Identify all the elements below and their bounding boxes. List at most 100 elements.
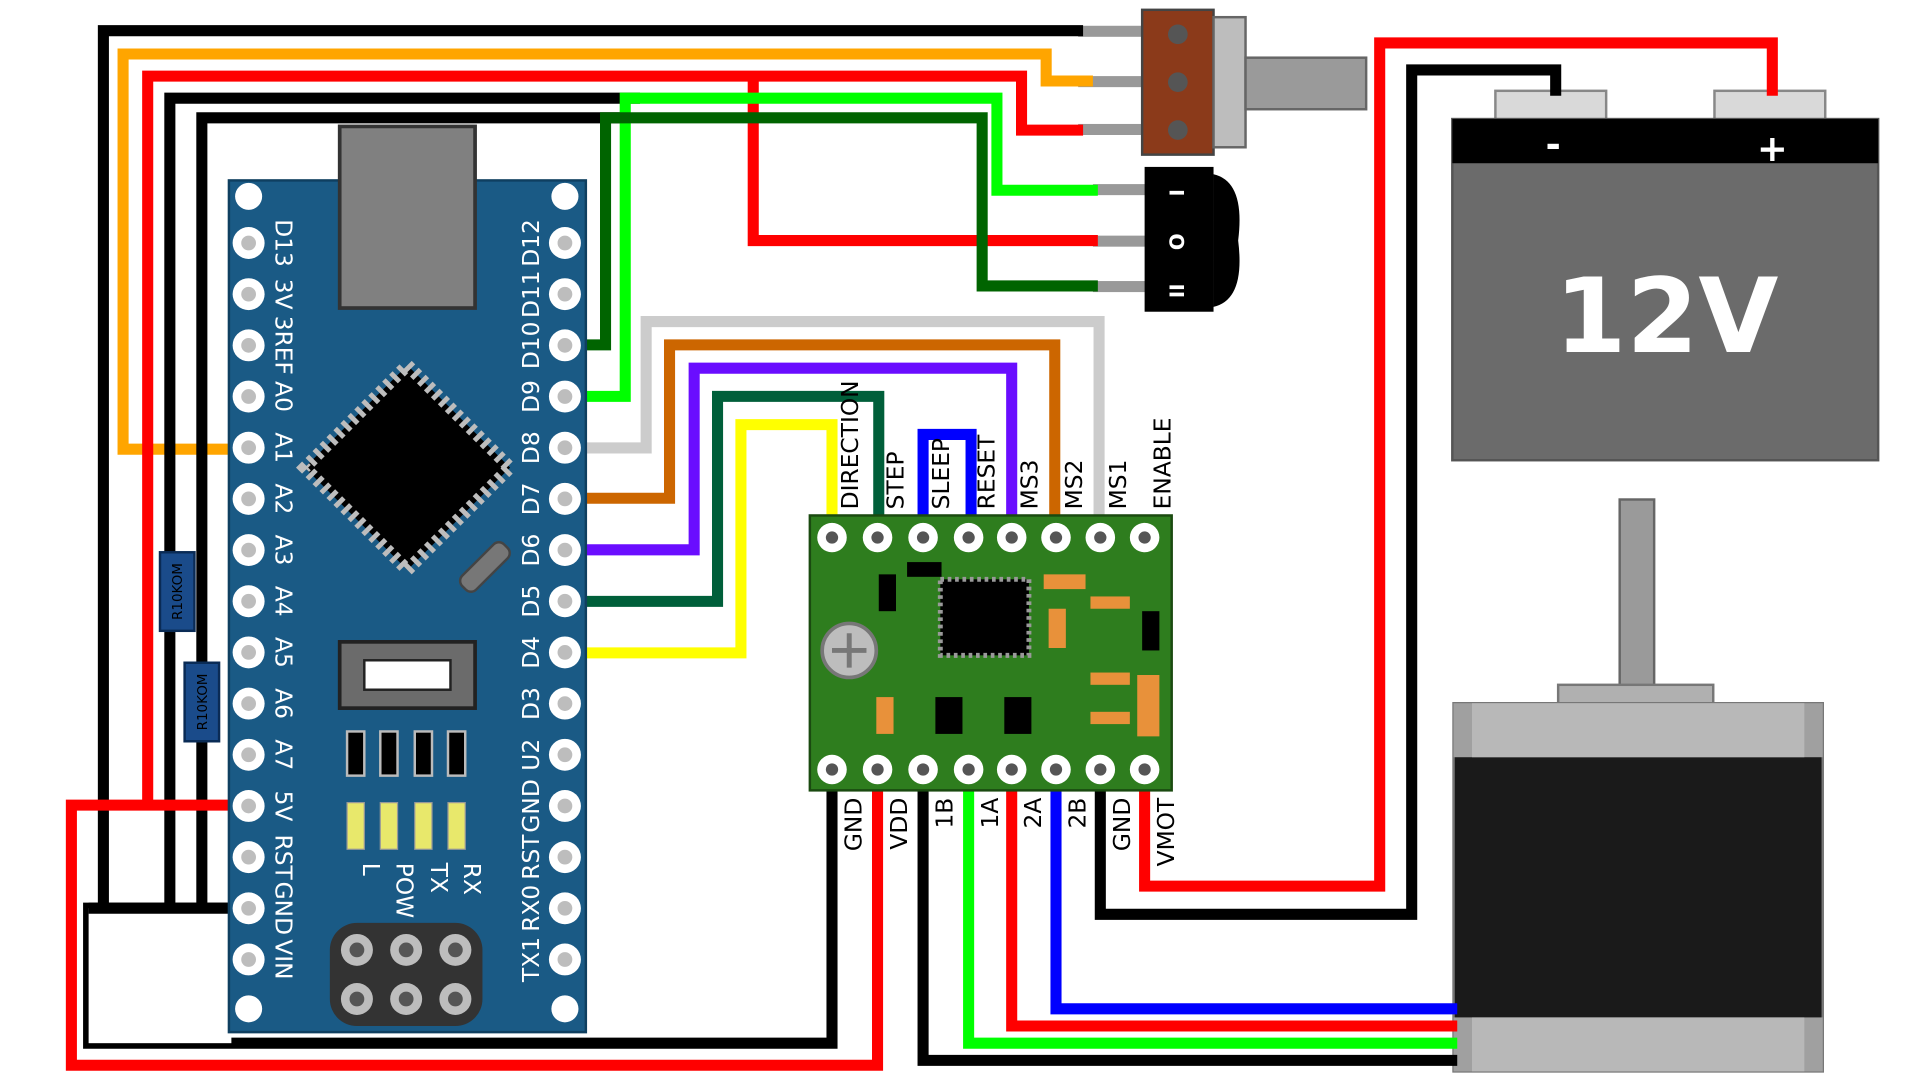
resistors: R10KOM R10KOM bbox=[158, 551, 221, 743]
arduino-right-pin-label: D8 bbox=[517, 431, 545, 464]
resistor-1 bbox=[158, 551, 196, 633]
switch-pos-3: II bbox=[1166, 284, 1189, 299]
resistor-1-label: R10KOM bbox=[170, 563, 186, 620]
wire-motor-2b bbox=[1050, 770, 1458, 1015]
arduino-right-pin-label: D9 bbox=[517, 380, 545, 413]
arduino-left-pin-label: A3 bbox=[270, 535, 298, 566]
driver-top-pin-label: RESET bbox=[972, 434, 1000, 509]
driver-bottom-pin-label: VMOT bbox=[1152, 797, 1180, 866]
driver-top-pin-label: MS1 bbox=[1104, 460, 1132, 510]
driver-bottom-pin-label: 2B bbox=[1064, 798, 1092, 829]
driver-bottom-pin-label: 1B bbox=[931, 798, 959, 829]
driver-top-pin-label: ENABLE bbox=[1148, 417, 1176, 509]
wire-d5-step bbox=[566, 390, 885, 607]
potentiometer bbox=[1078, 8, 1368, 156]
wire-motor-1b bbox=[917, 770, 1458, 1066]
arduino-left-pin-label: A7 bbox=[270, 739, 298, 770]
usb-connector bbox=[337, 124, 477, 310]
led-tx bbox=[414, 802, 433, 850]
arduino-left-pin-label: A2 bbox=[270, 483, 298, 514]
battery-voltage-label: 12V bbox=[1555, 257, 1779, 377]
driver-bottom-pin-label: GND bbox=[1108, 798, 1136, 851]
arduino-right-pin-label: D12 bbox=[517, 219, 545, 267]
motor-body bbox=[1452, 702, 1824, 1073]
wire-switch-d10 bbox=[566, 112, 1098, 351]
mcu-chip bbox=[295, 356, 519, 579]
stepper-motor bbox=[1452, 498, 1824, 1073]
arduino-right-pin-label: D11 bbox=[517, 270, 545, 318]
three-way-switch: I O II bbox=[1092, 166, 1240, 312]
arduino-right-pin-label: TX1 bbox=[517, 937, 545, 983]
wire-sleep-reset bbox=[917, 428, 977, 538]
driver-bottom-pin-label: VDD bbox=[885, 798, 913, 850]
wire-black-2 bbox=[164, 92, 640, 909]
led-l bbox=[346, 802, 365, 850]
wire-d4-direction bbox=[566, 419, 838, 659]
arduino-right-pin-label: D4 bbox=[517, 636, 545, 669]
wire-vmot-red bbox=[1139, 37, 1778, 892]
led-label: POW bbox=[390, 863, 418, 918]
wire-d7-ms2 bbox=[566, 339, 1061, 538]
wire-pot-5v bbox=[142, 70, 1084, 806]
arduino-left-pin-label: A0 bbox=[270, 381, 298, 412]
arduino-right-pin-label: U2 bbox=[517, 739, 545, 771]
arduino-right-pin-label: D5 bbox=[517, 585, 545, 618]
driver-top-pin-label: SLEEP bbox=[927, 438, 955, 509]
arduino-left-pin-label: 3REF bbox=[270, 316, 298, 375]
arduino-left-pin-label: VIN bbox=[270, 939, 298, 979]
arduino-right-pin-label: D10 bbox=[517, 322, 545, 370]
wire-d6-ms3 bbox=[566, 362, 1018, 556]
arduino-board bbox=[227, 179, 588, 1034]
battery-plus-label: + bbox=[1757, 127, 1788, 170]
driver-bottom-pin-label: 1A bbox=[976, 798, 1004, 829]
switch-body bbox=[1144, 166, 1214, 312]
wire-black-3 bbox=[196, 112, 628, 909]
led-label: L bbox=[357, 863, 385, 876]
driver-bottom-pin-label: GND bbox=[840, 798, 868, 851]
arduino-left-pin-label: A6 bbox=[270, 688, 298, 719]
arduino-right-pin-label: D7 bbox=[517, 482, 545, 515]
arduino-right-pin-label: GND bbox=[517, 779, 545, 832]
potentiometer-knob bbox=[1244, 56, 1368, 111]
switch-pos-2: O bbox=[1166, 233, 1189, 250]
arduino-right-pin-label: RST bbox=[517, 834, 545, 880]
battery-minus-label: - bbox=[1546, 123, 1561, 166]
led-rx bbox=[447, 802, 466, 850]
arduino-left-pin-label: GND bbox=[270, 882, 298, 935]
arduino-pins: D133V3REFA0A1A2A3A4A5A6A75VRSTGNDVIND12D… bbox=[232, 219, 581, 983]
resistor-2 bbox=[183, 661, 221, 743]
arduino-left-pin-label: A1 bbox=[270, 432, 298, 463]
wire-driver-vdd bbox=[65, 770, 884, 1071]
arduino-right-pin-label: D3 bbox=[517, 687, 545, 720]
wire-pot-gnd bbox=[97, 25, 1084, 909]
battery-top-band bbox=[1452, 119, 1879, 164]
arduino-right-pin-label: RX0 bbox=[517, 885, 545, 932]
motor-flange bbox=[1556, 683, 1715, 706]
battery-12v: - + 12V bbox=[1451, 89, 1880, 462]
driver-top-pin-label: STEP bbox=[881, 451, 909, 509]
wire-gnd-black bbox=[1094, 64, 1562, 920]
switch-pos-1: I bbox=[1166, 189, 1189, 196]
arduino-left-pin-label: A5 bbox=[270, 637, 298, 668]
arduino-left-pin-label: 3V bbox=[270, 279, 298, 310]
motor-shaft bbox=[1618, 498, 1656, 688]
arduino-left-pin-label: 5V bbox=[270, 791, 298, 822]
wire-motor-2a bbox=[1006, 770, 1458, 1032]
arduino-left-pin-label: RST bbox=[270, 835, 298, 881]
led-pow bbox=[379, 802, 399, 850]
arduino-right-pin-label: D6 bbox=[517, 534, 545, 567]
driver-top-pin-label: MS2 bbox=[1060, 460, 1088, 510]
junction-area bbox=[88, 908, 232, 1044]
wire-d8-ms1 bbox=[566, 316, 1105, 538]
driver-bottom-pin-label: 2A bbox=[1019, 798, 1047, 829]
led-label: RX bbox=[458, 863, 486, 895]
crystal bbox=[458, 541, 511, 593]
wire-switch-d9 bbox=[566, 92, 1098, 402]
driver-chip bbox=[937, 576, 1032, 658]
